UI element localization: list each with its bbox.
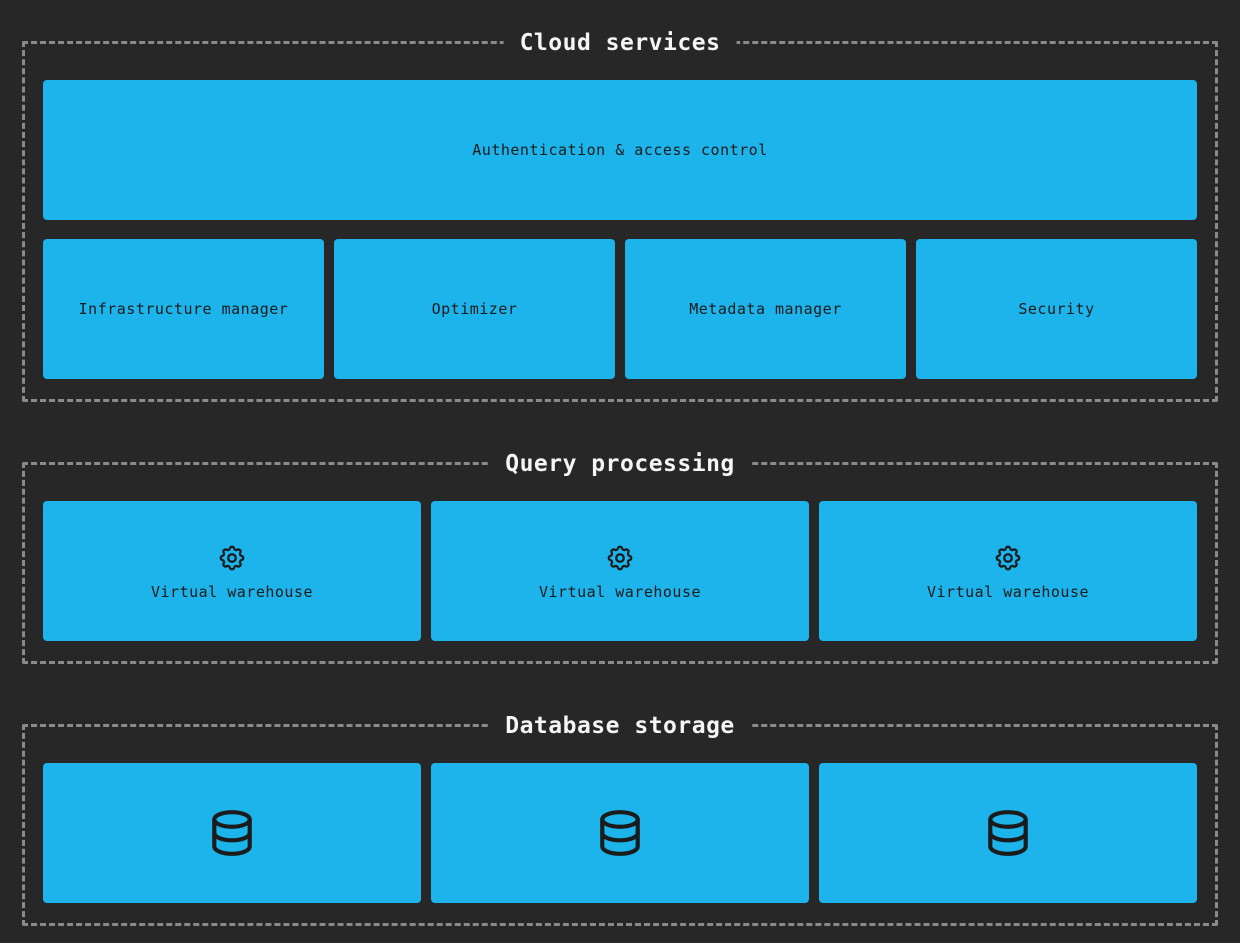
optimizer-box: Optimizer (334, 239, 615, 379)
virtual-warehouse-box: Virtual warehouse (43, 501, 421, 641)
virtual-warehouse-box: Virtual warehouse (431, 501, 809, 641)
section-title-query-processing: Query processing (489, 447, 751, 481)
section-cloud-services: Cloud services Authentication & access c… (22, 26, 1218, 402)
database-box (819, 763, 1197, 903)
gear-icon (605, 543, 635, 573)
optimizer-label: Optimizer (431, 299, 518, 318)
database-icon (595, 808, 645, 858)
database-storage-row (43, 763, 1197, 903)
virtual-warehouse-box: Virtual warehouse (819, 501, 1197, 641)
query-processing-row: Virtual warehouse Virtual warehouse (43, 501, 1197, 641)
virtual-warehouse-label: Virtual warehouse (538, 582, 702, 601)
section-title-database-storage: Database storage (489, 709, 751, 743)
database-box (431, 763, 809, 903)
auth-access-control-box: Authentication & access control (43, 80, 1197, 220)
section-query-processing: Query processing Virtual warehouse (22, 447, 1218, 664)
virtual-warehouse-label: Virtual warehouse (926, 582, 1090, 601)
database-icon (983, 808, 1033, 858)
infrastructure-manager-box: Infrastructure manager (43, 239, 324, 379)
section-title-cloud-services: Cloud services (503, 26, 737, 60)
gear-icon (217, 543, 247, 573)
security-label: Security (1018, 299, 1095, 318)
metadata-manager-box: Metadata manager (625, 239, 906, 379)
cloud-services-row: Infrastructure manager Optimizer Metadat… (43, 239, 1197, 379)
gear-icon (993, 543, 1023, 573)
database-icon (207, 808, 257, 858)
database-box (43, 763, 421, 903)
section-database-storage: Database storage (22, 709, 1218, 926)
architecture-diagram: Cloud services Authentication & access c… (0, 26, 1240, 943)
metadata-manager-label: Metadata manager (689, 299, 842, 318)
infrastructure-manager-label: Infrastructure manager (78, 299, 289, 318)
virtual-warehouse-label: Virtual warehouse (150, 582, 314, 601)
security-box: Security (916, 239, 1197, 379)
auth-access-control-label: Authentication & access control (472, 140, 768, 159)
